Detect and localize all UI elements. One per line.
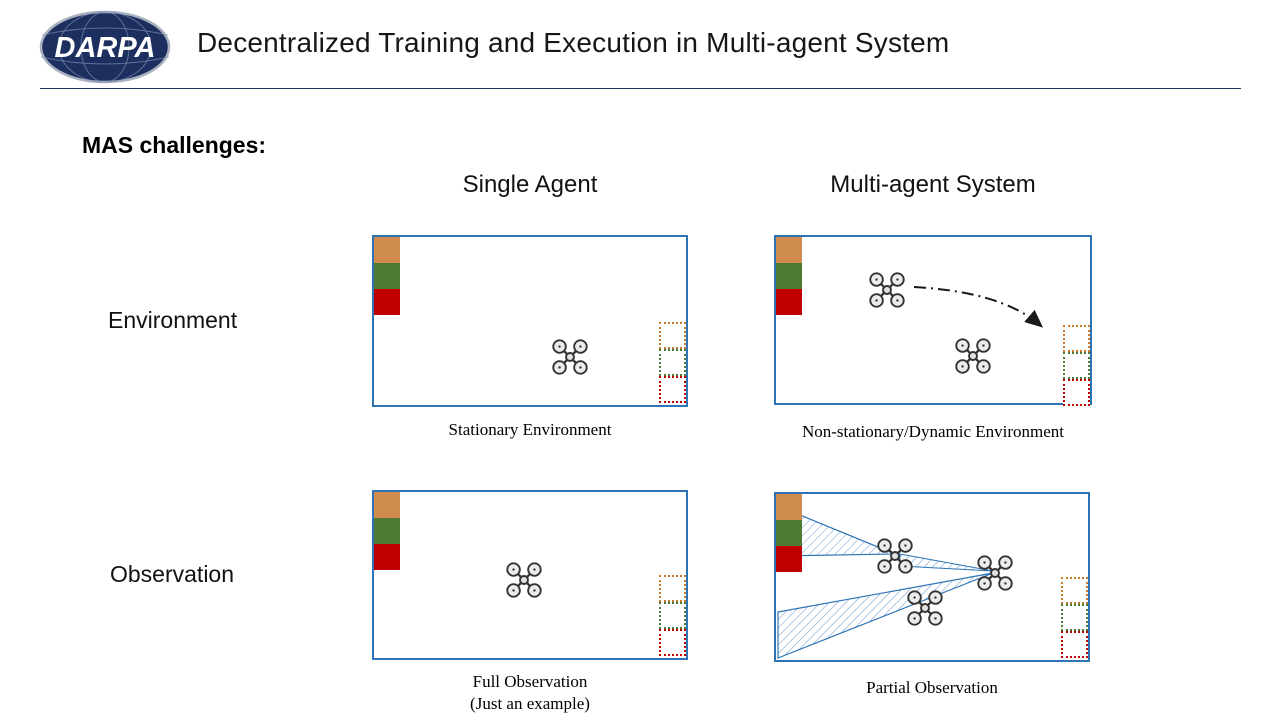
column-header-single-agent: Single Agent bbox=[462, 171, 598, 198]
goal-slot-green bbox=[1061, 604, 1088, 631]
target-block-red bbox=[776, 289, 802, 315]
caption-full-observation-line1: Full Observation bbox=[472, 672, 588, 691]
goal-slot-orange bbox=[659, 575, 686, 602]
target-block-red bbox=[374, 289, 400, 315]
caption-full-observation: Full Observation (Just an example) bbox=[372, 671, 688, 715]
target-block-green bbox=[374, 518, 400, 544]
darpa-logo-icon: DARPA bbox=[39, 10, 171, 84]
goal-slot-red bbox=[1063, 379, 1090, 406]
goal-slots bbox=[1063, 325, 1090, 406]
panel-environment-single bbox=[372, 235, 688, 407]
caption-full-observation-line2: (Just an example) bbox=[470, 694, 590, 713]
target-block-orange bbox=[374, 492, 400, 518]
drone-icon bbox=[977, 555, 1013, 591]
target-block-green bbox=[374, 263, 400, 289]
drone-icon bbox=[506, 562, 542, 598]
caption-partial-observation: Partial Observation bbox=[866, 678, 998, 697]
movement-arrow-icon bbox=[913, 286, 1044, 328]
goal-slot-green bbox=[659, 349, 686, 376]
target-blocks bbox=[374, 237, 400, 315]
drone-icon bbox=[869, 272, 905, 308]
caption-nonstationary-environment: Non-stationary/Dynamic Environment bbox=[801, 422, 1065, 441]
panel-observation-single bbox=[372, 490, 688, 660]
goal-slot-orange bbox=[1063, 325, 1090, 352]
drone-icon bbox=[955, 338, 991, 374]
caption-stationary-environment: Stationary Environment bbox=[448, 420, 612, 439]
goal-slot-red bbox=[659, 376, 686, 403]
target-block-green bbox=[776, 263, 802, 289]
goal-slots bbox=[659, 575, 686, 656]
goal-slots bbox=[659, 322, 686, 403]
goal-slot-orange bbox=[659, 322, 686, 349]
goal-slot-green bbox=[659, 602, 686, 629]
drone-icon bbox=[552, 339, 588, 375]
target-block-orange bbox=[776, 494, 802, 520]
drone-icon bbox=[907, 590, 943, 626]
panel-observation-multi bbox=[774, 492, 1090, 662]
goal-slot-green bbox=[1063, 352, 1090, 379]
goal-slot-red bbox=[1061, 631, 1088, 658]
target-block-red bbox=[374, 544, 400, 570]
target-block-orange bbox=[374, 237, 400, 263]
row-label-observation: Observation bbox=[110, 561, 235, 587]
row-label-environment: Environment bbox=[108, 307, 238, 333]
darpa-logo-text: DARPA bbox=[55, 32, 156, 64]
target-blocks bbox=[776, 494, 802, 572]
target-blocks bbox=[776, 237, 802, 315]
goal-slot-orange bbox=[1061, 577, 1088, 604]
slide-title: Decentralized Training and Execution in … bbox=[197, 27, 950, 58]
target-block-red bbox=[776, 546, 802, 572]
drone-icon bbox=[877, 538, 913, 574]
target-block-orange bbox=[776, 237, 802, 263]
field-of-view-icon bbox=[777, 505, 994, 659]
header-divider bbox=[40, 88, 1241, 89]
target-blocks bbox=[374, 492, 400, 570]
goal-slot-red bbox=[659, 629, 686, 656]
target-block-green bbox=[776, 520, 802, 546]
column-header-multi-agent: Multi-agent System bbox=[830, 171, 1036, 198]
darpa-logo: DARPA bbox=[38, 8, 172, 91]
goal-slots bbox=[1061, 577, 1088, 658]
section-label: MAS challenges: bbox=[82, 132, 267, 158]
panel-environment-multi bbox=[774, 235, 1092, 406]
